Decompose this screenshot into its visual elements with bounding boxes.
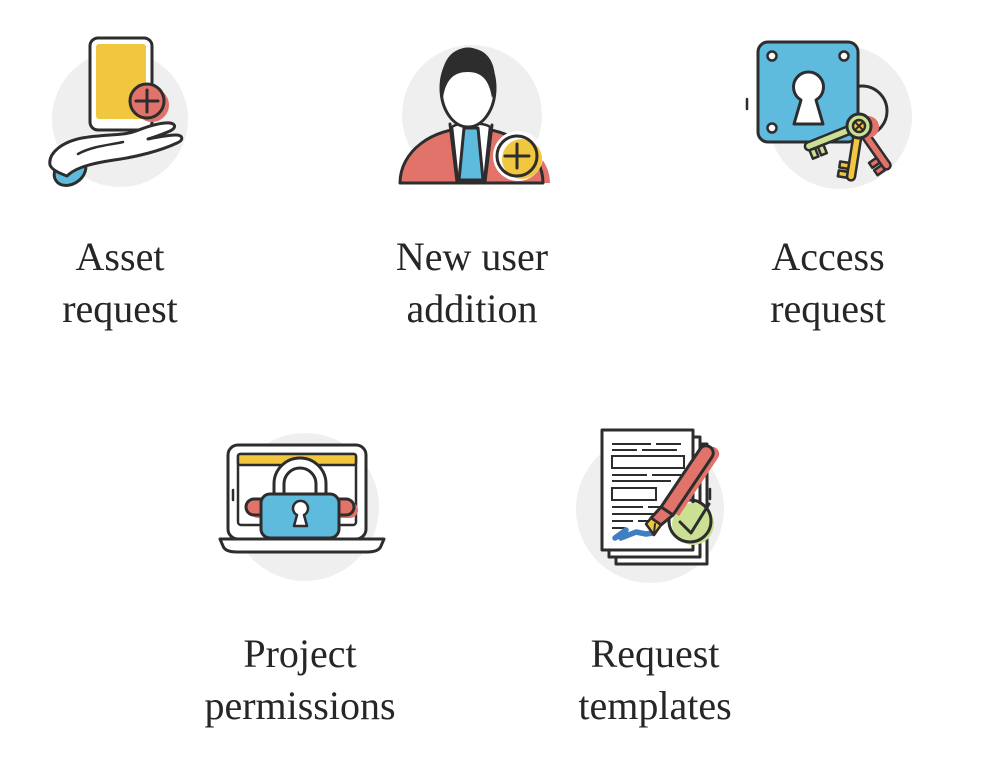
tile-label: Access request bbox=[708, 231, 948, 335]
tile-label-line: request bbox=[62, 286, 178, 331]
fountain-pen bbox=[644, 444, 720, 537]
tile-label-line: Asset bbox=[75, 234, 165, 279]
laptop-padlock-icon bbox=[218, 433, 386, 581]
checkmark bbox=[678, 502, 711, 535]
plus-badge bbox=[493, 131, 543, 181]
keyring-hub bbox=[845, 112, 879, 140]
tile-access-request[interactable]: Access request bbox=[708, 15, 948, 335]
laptop-base bbox=[218, 537, 386, 554]
padlock bbox=[259, 456, 341, 540]
person-head bbox=[439, 47, 497, 129]
hair bbox=[440, 48, 496, 98]
tile-project-permissions[interactable]: Project permissions bbox=[180, 412, 420, 732]
tile-label-line: New user bbox=[395, 234, 549, 279]
tie bbox=[457, 126, 485, 182]
user-add-icon bbox=[398, 45, 550, 185]
green-key bbox=[803, 122, 861, 160]
tile-label-line: request bbox=[770, 286, 886, 331]
open-hand bbox=[48, 121, 184, 187]
tile-label-line: Request bbox=[590, 631, 720, 676]
tile-label-line: Project bbox=[243, 631, 357, 676]
keyhole bbox=[291, 499, 310, 528]
tile-label-line: templates bbox=[578, 683, 732, 728]
signature bbox=[612, 527, 656, 541]
tile-label-line: addition bbox=[406, 286, 538, 331]
plus-badge bbox=[128, 82, 169, 122]
lock-plate bbox=[745, 40, 860, 144]
tile-label: Asset request bbox=[0, 231, 240, 335]
hand-holding-card-plus-icon bbox=[48, 36, 188, 187]
tile-label-line: permissions bbox=[204, 683, 396, 728]
tile-request-templates[interactable]: Request templates bbox=[535, 412, 775, 732]
document-signing-icon bbox=[576, 428, 724, 583]
tile-label-line: Access bbox=[771, 234, 885, 279]
check-circle bbox=[667, 498, 714, 545]
tile-label: New user addition bbox=[352, 231, 592, 335]
tile-label: Project permissions bbox=[180, 628, 420, 732]
keys bbox=[803, 112, 892, 182]
tile-asset-request[interactable]: Asset request bbox=[0, 15, 240, 335]
keyhole bbox=[792, 70, 825, 126]
tile-new-user-addition[interactable]: New user addition bbox=[352, 15, 592, 335]
tile-label: Request templates bbox=[535, 628, 775, 732]
pen-nib bbox=[644, 516, 663, 537]
lock-and-keys-icon bbox=[745, 40, 912, 189]
